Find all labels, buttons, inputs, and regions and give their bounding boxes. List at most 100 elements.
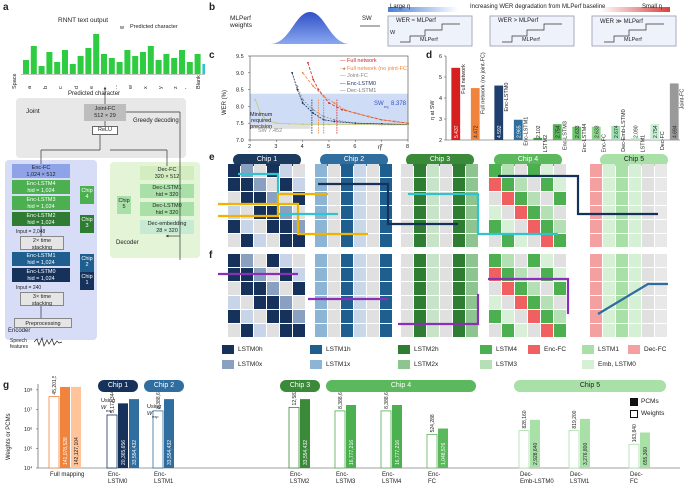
tile <box>440 268 452 281</box>
tile <box>241 254 253 267</box>
tile <box>414 234 426 247</box>
series-point <box>312 78 315 81</box>
series-point <box>259 112 262 115</box>
tile <box>629 324 641 337</box>
wexp-label-2: W <box>147 411 153 417</box>
tile <box>502 282 514 295</box>
tile <box>642 254 654 267</box>
tile <box>315 164 327 177</box>
tile <box>590 254 602 267</box>
tile <box>642 324 654 337</box>
category-label: Dec- <box>520 472 533 478</box>
joint-fc-block: Joint-FC 512 × 29 <box>84 104 126 121</box>
increasing-label: Increasing WER degradation from MLPerf b… <box>470 4 606 10</box>
series-point <box>301 71 304 74</box>
eta-value-label: 2.090 <box>633 125 639 138</box>
tile <box>629 206 641 219</box>
tile <box>629 192 641 205</box>
tile <box>254 220 266 233</box>
enc-fc-block: Enc-FC 1,024 × 512 <box>12 164 70 178</box>
chip-grid <box>401 254 478 337</box>
series-line <box>254 99 408 126</box>
pcms-bar <box>300 399 310 468</box>
routing-path <box>597 282 668 315</box>
eta-bar <box>669 83 679 140</box>
series-point <box>322 115 325 118</box>
tile <box>453 254 465 267</box>
rnnt-bar <box>69 64 76 74</box>
case1-sub: MLPerf <box>420 37 438 43</box>
rnnt-bar <box>46 52 53 74</box>
legend-weights-swatch <box>630 410 638 418</box>
weights-bar <box>518 430 530 469</box>
pcms-bar <box>392 405 402 468</box>
tile <box>293 310 305 323</box>
eta-bar <box>513 119 523 140</box>
tile <box>427 324 439 337</box>
tile <box>603 206 615 219</box>
tile <box>440 234 452 247</box>
tile <box>354 282 366 295</box>
weights-value-label: 524,288 <box>430 414 436 432</box>
tile <box>427 268 439 281</box>
tile <box>629 234 641 247</box>
chip1-badge-a: Chip 1 <box>80 272 94 290</box>
eta-value-label: 2.102 <box>536 125 542 138</box>
tile <box>341 164 353 177</box>
y-tick-label: 10⁵ <box>24 445 32 452</box>
category-label: Enc-LSTM3 <box>563 121 569 150</box>
weights-value-label: 5,177,344 <box>110 391 116 413</box>
series-point <box>264 118 267 121</box>
wexp-sub-1: exp <box>106 408 113 413</box>
tile <box>380 310 392 323</box>
tile <box>267 192 279 205</box>
pcms-bar <box>530 419 540 468</box>
series-line <box>302 72 409 124</box>
tile <box>616 192 628 205</box>
tile <box>502 206 514 219</box>
rnnt-bar-group <box>21 34 205 75</box>
series-point <box>291 71 294 74</box>
case3-label: WER ≫ MLPerf <box>600 19 643 25</box>
eta-bar <box>630 138 640 140</box>
rnnt-bar <box>85 48 92 74</box>
weights-value-label: 8,388,608 <box>156 386 162 408</box>
rnnt-bar <box>194 54 201 74</box>
chip-grid <box>228 254 305 337</box>
dec-embedding-block: Dec-embedding 28 × 320 <box>140 220 194 234</box>
series-point <box>333 120 336 123</box>
rnnt-bar <box>108 58 115 74</box>
series-point <box>296 85 299 88</box>
chip-grid <box>315 164 392 247</box>
tile <box>280 310 292 323</box>
x-tick-label: 5 <box>327 144 330 150</box>
y-tick-label: 5 <box>439 75 442 81</box>
legend-entry: — Joint-FC <box>340 73 368 79</box>
category-label: Enc-LSTM0 <box>504 83 510 112</box>
tile <box>228 234 240 247</box>
legend-swatch-lstm0x <box>222 360 234 369</box>
routing-path <box>218 202 368 236</box>
tile <box>341 282 353 295</box>
category-label: LSTM1 <box>570 479 590 485</box>
tile <box>655 324 667 337</box>
weights-bar <box>152 410 164 469</box>
tile <box>315 206 327 219</box>
tile <box>528 192 540 205</box>
tile <box>328 282 340 295</box>
enc-lstm0-block: Enc-LSTM0 hid = 1,024 <box>12 268 70 282</box>
tile <box>328 234 340 247</box>
tile <box>440 324 452 337</box>
y-tick-label: 10⁷ <box>24 406 32 413</box>
tile <box>528 324 540 337</box>
tile <box>528 164 540 177</box>
mlperf-weights-label: MLPerf weights <box>230 15 253 29</box>
y-tick-label: 6 <box>439 54 442 60</box>
tile <box>414 164 426 177</box>
tile <box>401 254 413 267</box>
tile <box>489 234 501 247</box>
tile <box>354 164 366 177</box>
tile <box>367 324 379 337</box>
tile <box>293 164 305 177</box>
tile <box>380 206 392 219</box>
